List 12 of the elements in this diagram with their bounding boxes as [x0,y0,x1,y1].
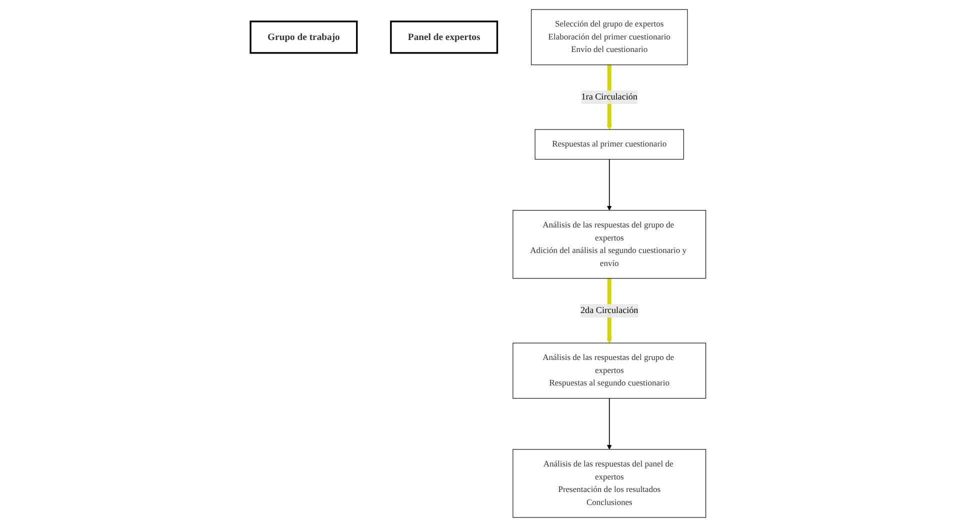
arrow [606,158,612,211]
edge-label: 1ra Circulación [581,92,638,102]
node-box [512,449,706,518]
node-box [512,210,706,279]
node-box [250,20,358,54]
flowchart-drawing: 1ra Circulación 2da Circulación Grupo de trabajo Panel de expertos Selección del grupo de expertos Elaboración del primer cuestionario Envío del cuestionario Respuestas al primer cuestionario Análisis de las respuestas del grupo de expertos Adición del análisis al segundo cuestionario y envío Análisis de las respuestas del grupo de expertos Respuestas al segundo cuestionario Análisis de las respuestas del panel de expertos Presentación de los resultados Conclusiones [246,5,710,522]
node-box [530,9,688,66]
node-box [512,342,706,399]
node-box [390,20,498,54]
edge-label: 2da Circulación [580,306,638,316]
arrow [606,398,612,450]
node-box [534,129,684,160]
